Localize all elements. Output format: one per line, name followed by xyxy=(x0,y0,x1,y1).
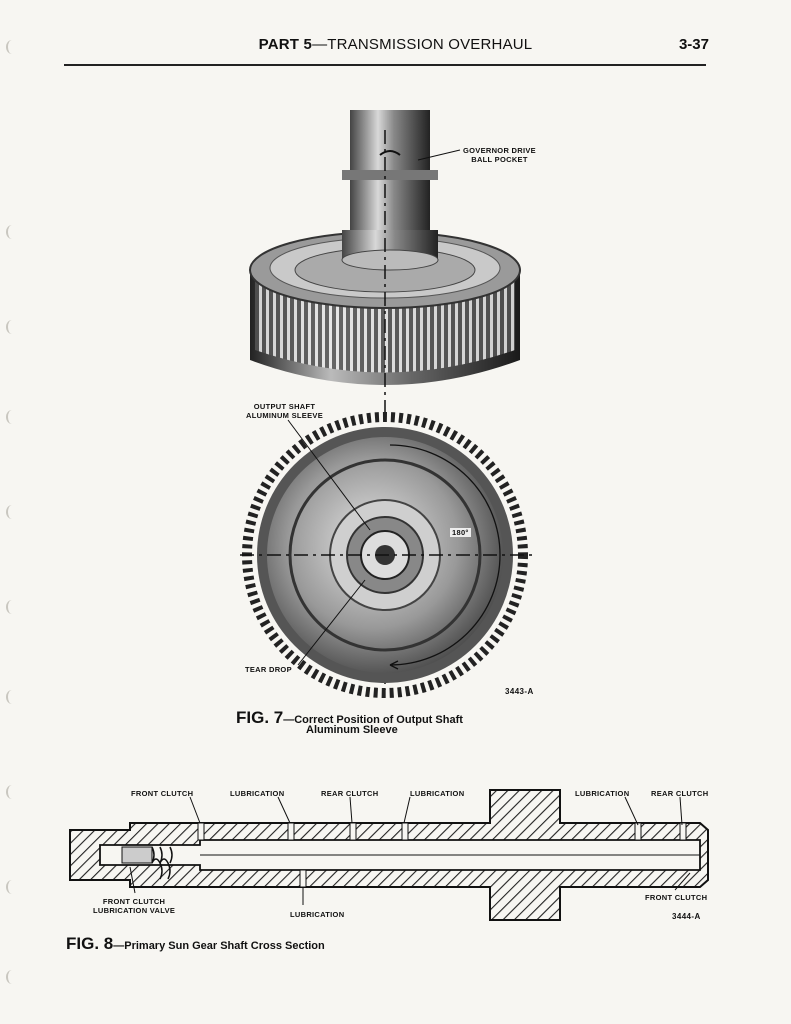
fig7-caption: FIG. 7—Correct Position of Output Shaft xyxy=(236,708,463,728)
fig7-caption-line2: Aluminum Sleeve xyxy=(306,724,398,736)
binder-hole xyxy=(6,505,18,519)
header-rule xyxy=(64,64,706,66)
tear-drop-callout: TEAR DROP xyxy=(245,665,292,674)
callout-line: BALL POCKET xyxy=(471,155,528,164)
page-number: 3-37 xyxy=(678,36,709,53)
binder-hole xyxy=(6,320,18,334)
fig8-caption: FIG. 8—Primary Sun Gear Shaft Cross Sect… xyxy=(66,934,325,954)
lubrication-bottom-callout: LUBRICATION xyxy=(290,910,345,919)
callout-line: GOVERNOR DRIVE xyxy=(463,146,536,155)
lubrication-callout-1: LUBRICATION xyxy=(230,789,285,798)
output-sleeve-callout: OUTPUT SHAFT ALUMINUM SLEEVE xyxy=(246,402,323,420)
fig8-number: FIG. 8 xyxy=(66,934,114,953)
callout-line: FRONT CLUTCH xyxy=(102,897,166,906)
front-clutch-right-callout: FRONT CLUTCH xyxy=(645,893,708,902)
rear-clutch-right-callout: REAR CLUTCH xyxy=(651,789,709,798)
binder-hole xyxy=(6,690,18,704)
section-title: TRANSMISSION OVERHAUL xyxy=(327,36,533,53)
callout-line: LUBRICATION VALVE xyxy=(93,906,176,915)
lubrication-callout-2: LUBRICATION xyxy=(410,789,465,798)
valve-callout: FRONT CLUTCH LUBRICATION VALVE xyxy=(93,897,175,915)
binder-hole xyxy=(6,410,18,424)
binder-hole xyxy=(6,970,18,984)
angle-callout: 180° xyxy=(450,528,471,537)
header-dash: — xyxy=(312,36,328,53)
binder-hole xyxy=(6,600,18,614)
fig7-caption-line1: —Correct Position of Output Shaft xyxy=(283,714,463,726)
page-header: PART 5—TRANSMISSION OVERHAUL xyxy=(0,36,791,53)
governor-drive-callout: GOVERNOR DRIVE BALL POCKET xyxy=(463,146,536,164)
binder-hole xyxy=(6,225,18,239)
fig7-illustration xyxy=(240,110,535,698)
binder-hole xyxy=(6,880,18,894)
part-label: PART 5 xyxy=(258,36,313,53)
fig8-caption-text: —Primary Sun Gear Shaft Cross Section xyxy=(113,940,325,952)
rear-clutch-top-callout: REAR CLUTCH xyxy=(321,789,379,798)
fig7-number: FIG. 7 xyxy=(236,708,284,727)
binder-hole xyxy=(6,40,18,54)
lubrication-callout-3: LUBRICATION xyxy=(575,789,630,798)
fig7-code: 3443-A xyxy=(505,687,534,696)
fig8-code: 3444-A xyxy=(672,912,701,921)
binder-hole xyxy=(6,785,18,799)
fig8-illustration xyxy=(69,789,709,921)
front-clutch-top-callout: FRONT CLUTCH xyxy=(131,789,194,798)
callout-line: ALUMINUM SLEEVE xyxy=(246,411,324,420)
callout-line: OUTPUT SHAFT xyxy=(253,402,316,411)
